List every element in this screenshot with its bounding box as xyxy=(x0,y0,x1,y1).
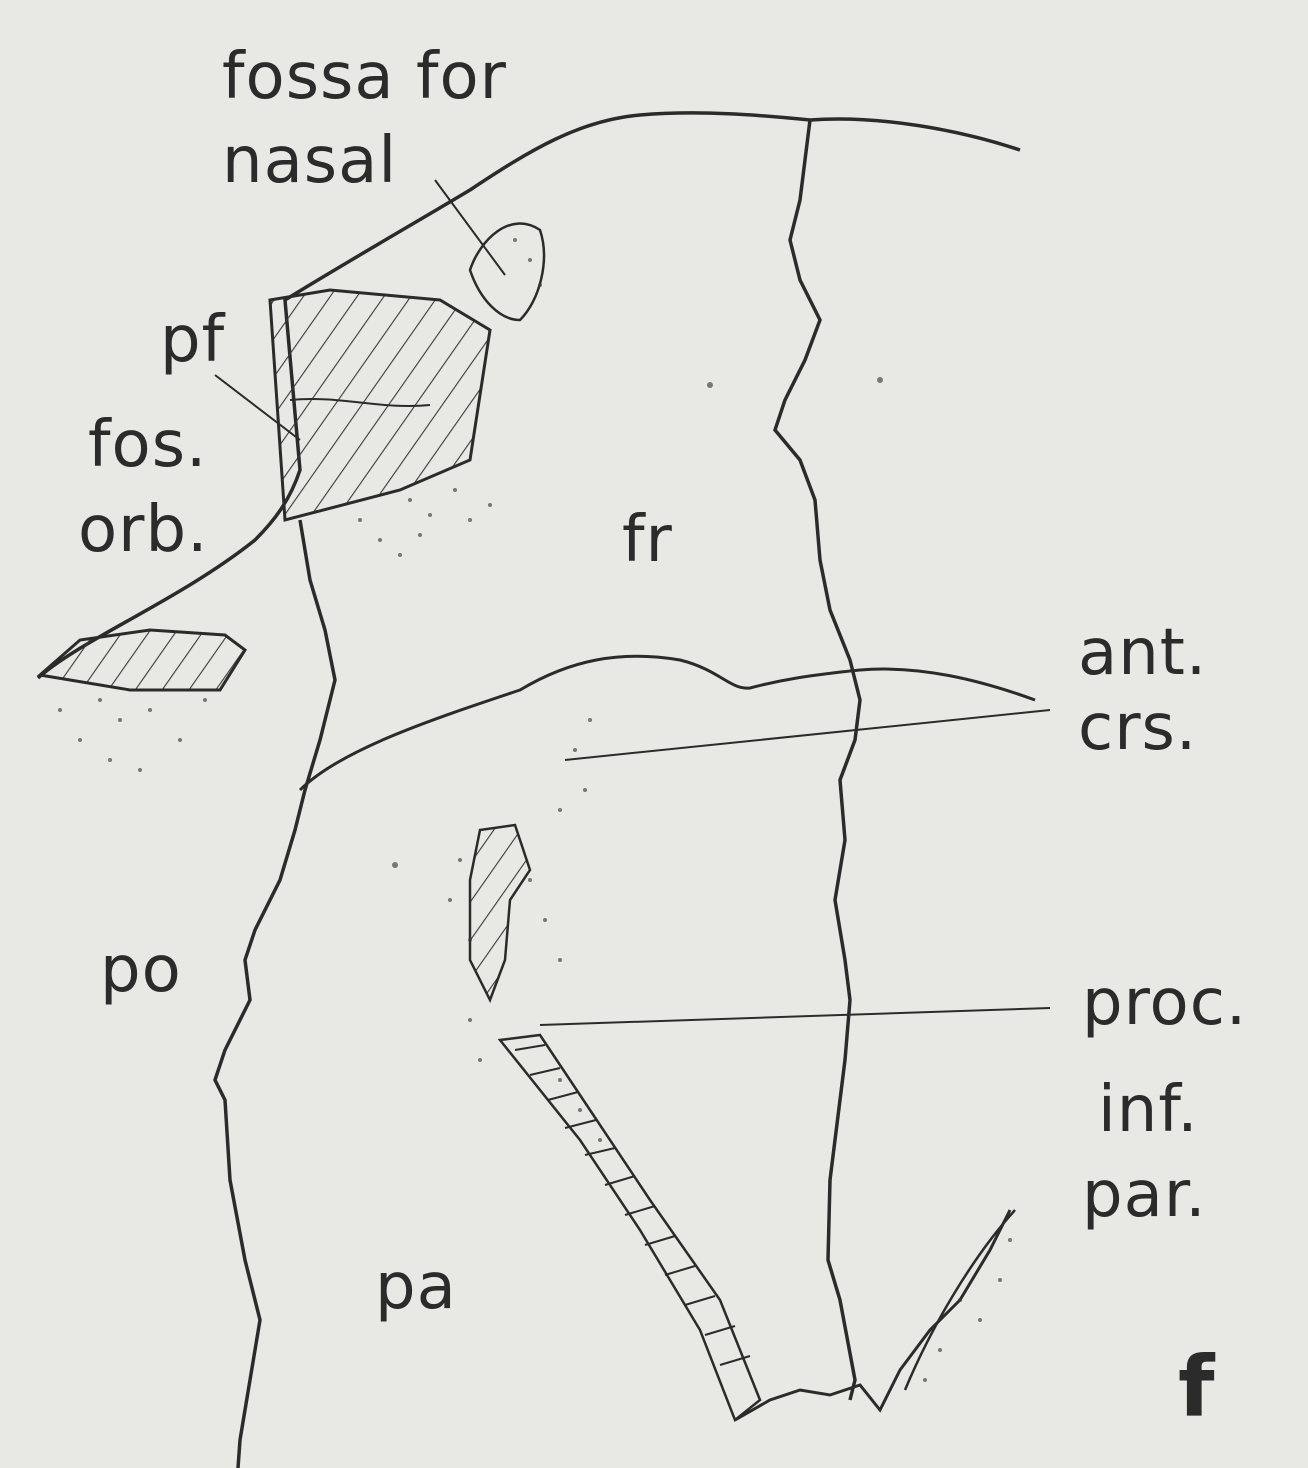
process-inferior-hatched xyxy=(470,825,530,1000)
label-fos: fos. xyxy=(88,410,207,480)
leader-proc-inf-par xyxy=(540,1008,1050,1025)
process-crossbars xyxy=(500,1035,760,1420)
postorbital-hatched xyxy=(40,630,245,690)
label-par: par. xyxy=(1082,1160,1207,1230)
frontal-midline-suture xyxy=(775,120,860,1400)
leader-ant-crs xyxy=(565,710,1050,760)
panel-letter: f xyxy=(1178,1352,1216,1422)
label-po: po xyxy=(100,935,182,1005)
nasal-fossa xyxy=(470,224,544,320)
label-ant: ant. xyxy=(1078,618,1207,688)
skull-outline xyxy=(38,113,1020,678)
label-nasal: nasal xyxy=(222,126,397,196)
label-fr: fr xyxy=(622,505,673,575)
label-inf: inf. xyxy=(1098,1075,1199,1145)
label-crs: crs. xyxy=(1078,693,1197,763)
bottom-suture xyxy=(735,1210,1010,1420)
label-pf: pf xyxy=(160,305,225,375)
process-crossbar-ticks xyxy=(515,1045,750,1365)
label-orb: orb. xyxy=(78,495,208,565)
leader-fossa-nasal xyxy=(435,180,505,275)
label-proc: proc. xyxy=(1082,968,1247,1038)
label-fossa-for: fossa for xyxy=(222,42,507,112)
label-pa: pa xyxy=(375,1252,457,1322)
